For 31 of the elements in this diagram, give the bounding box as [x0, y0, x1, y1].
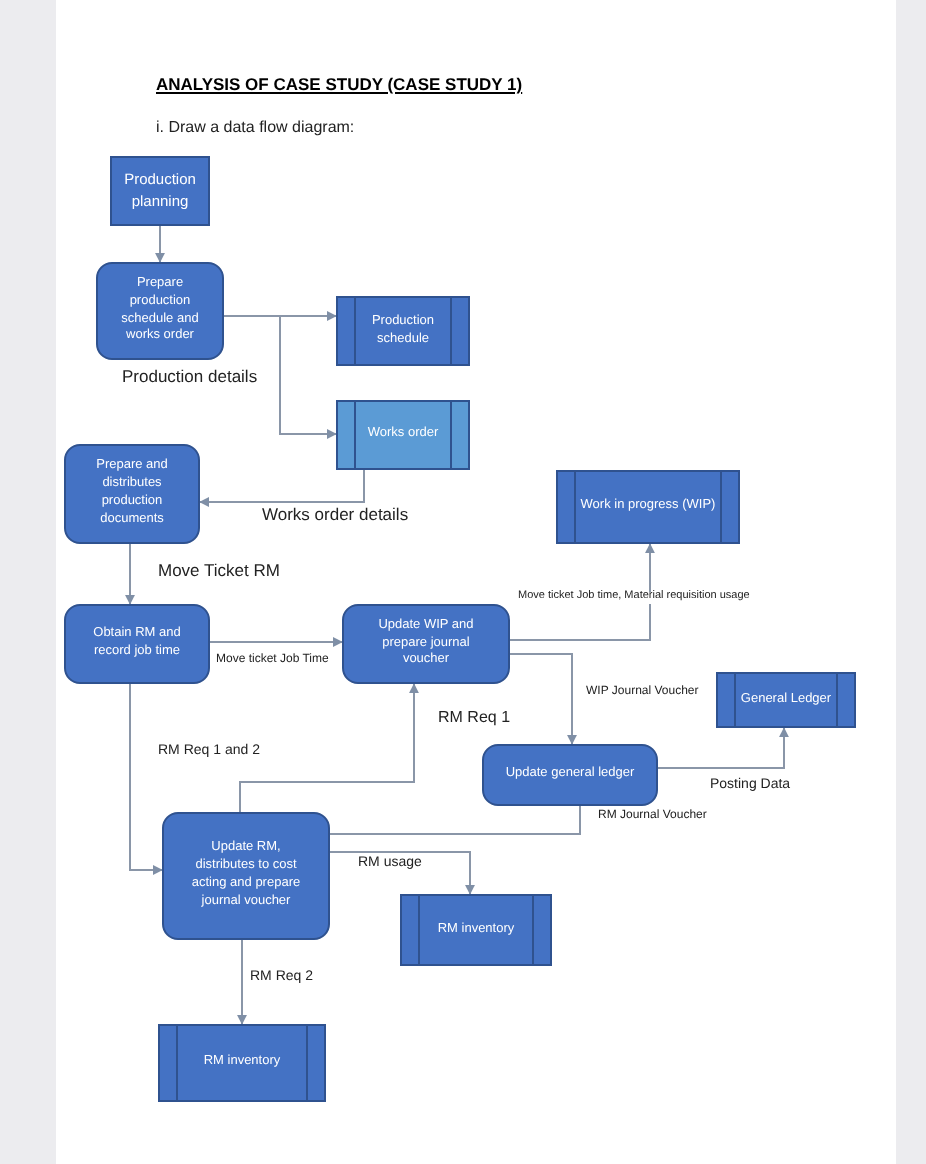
arrow: [209, 637, 343, 647]
arrow: [155, 225, 165, 263]
data-store-box: [158, 1024, 326, 1102]
arrow: [237, 939, 247, 1025]
arrow: [239, 683, 419, 813]
edge-label: Works order details: [260, 506, 411, 523]
arrow: [509, 543, 655, 641]
arrow: [199, 469, 365, 507]
edge-label: Move Ticket RM: [156, 562, 282, 579]
arrow: [125, 543, 135, 605]
arrow: [657, 727, 789, 769]
process-box: [64, 604, 210, 684]
process-box: [96, 262, 224, 360]
process-box: [482, 744, 658, 806]
arrow: [129, 683, 163, 875]
edge-label: RM Req 1: [436, 710, 513, 726]
edge-label: Production details: [120, 368, 260, 385]
data-store-box: [336, 400, 470, 470]
arrow: [509, 653, 577, 745]
title: ANALYSIS OF CASE STUDY (CASE STUDY 1): [156, 72, 523, 98]
instruction-text: i. Draw a data flow diagram:: [156, 116, 355, 140]
process-box: [64, 444, 200, 544]
arrow: [329, 851, 475, 895]
data-store-box: [716, 672, 856, 728]
data-store-box: [336, 296, 470, 366]
external-entity-box: [110, 156, 210, 226]
data-store-box: [556, 470, 740, 544]
arrow: [223, 315, 337, 439]
process-box: [162, 812, 330, 940]
process-box: [342, 604, 510, 684]
data-store-box: [400, 894, 552, 966]
